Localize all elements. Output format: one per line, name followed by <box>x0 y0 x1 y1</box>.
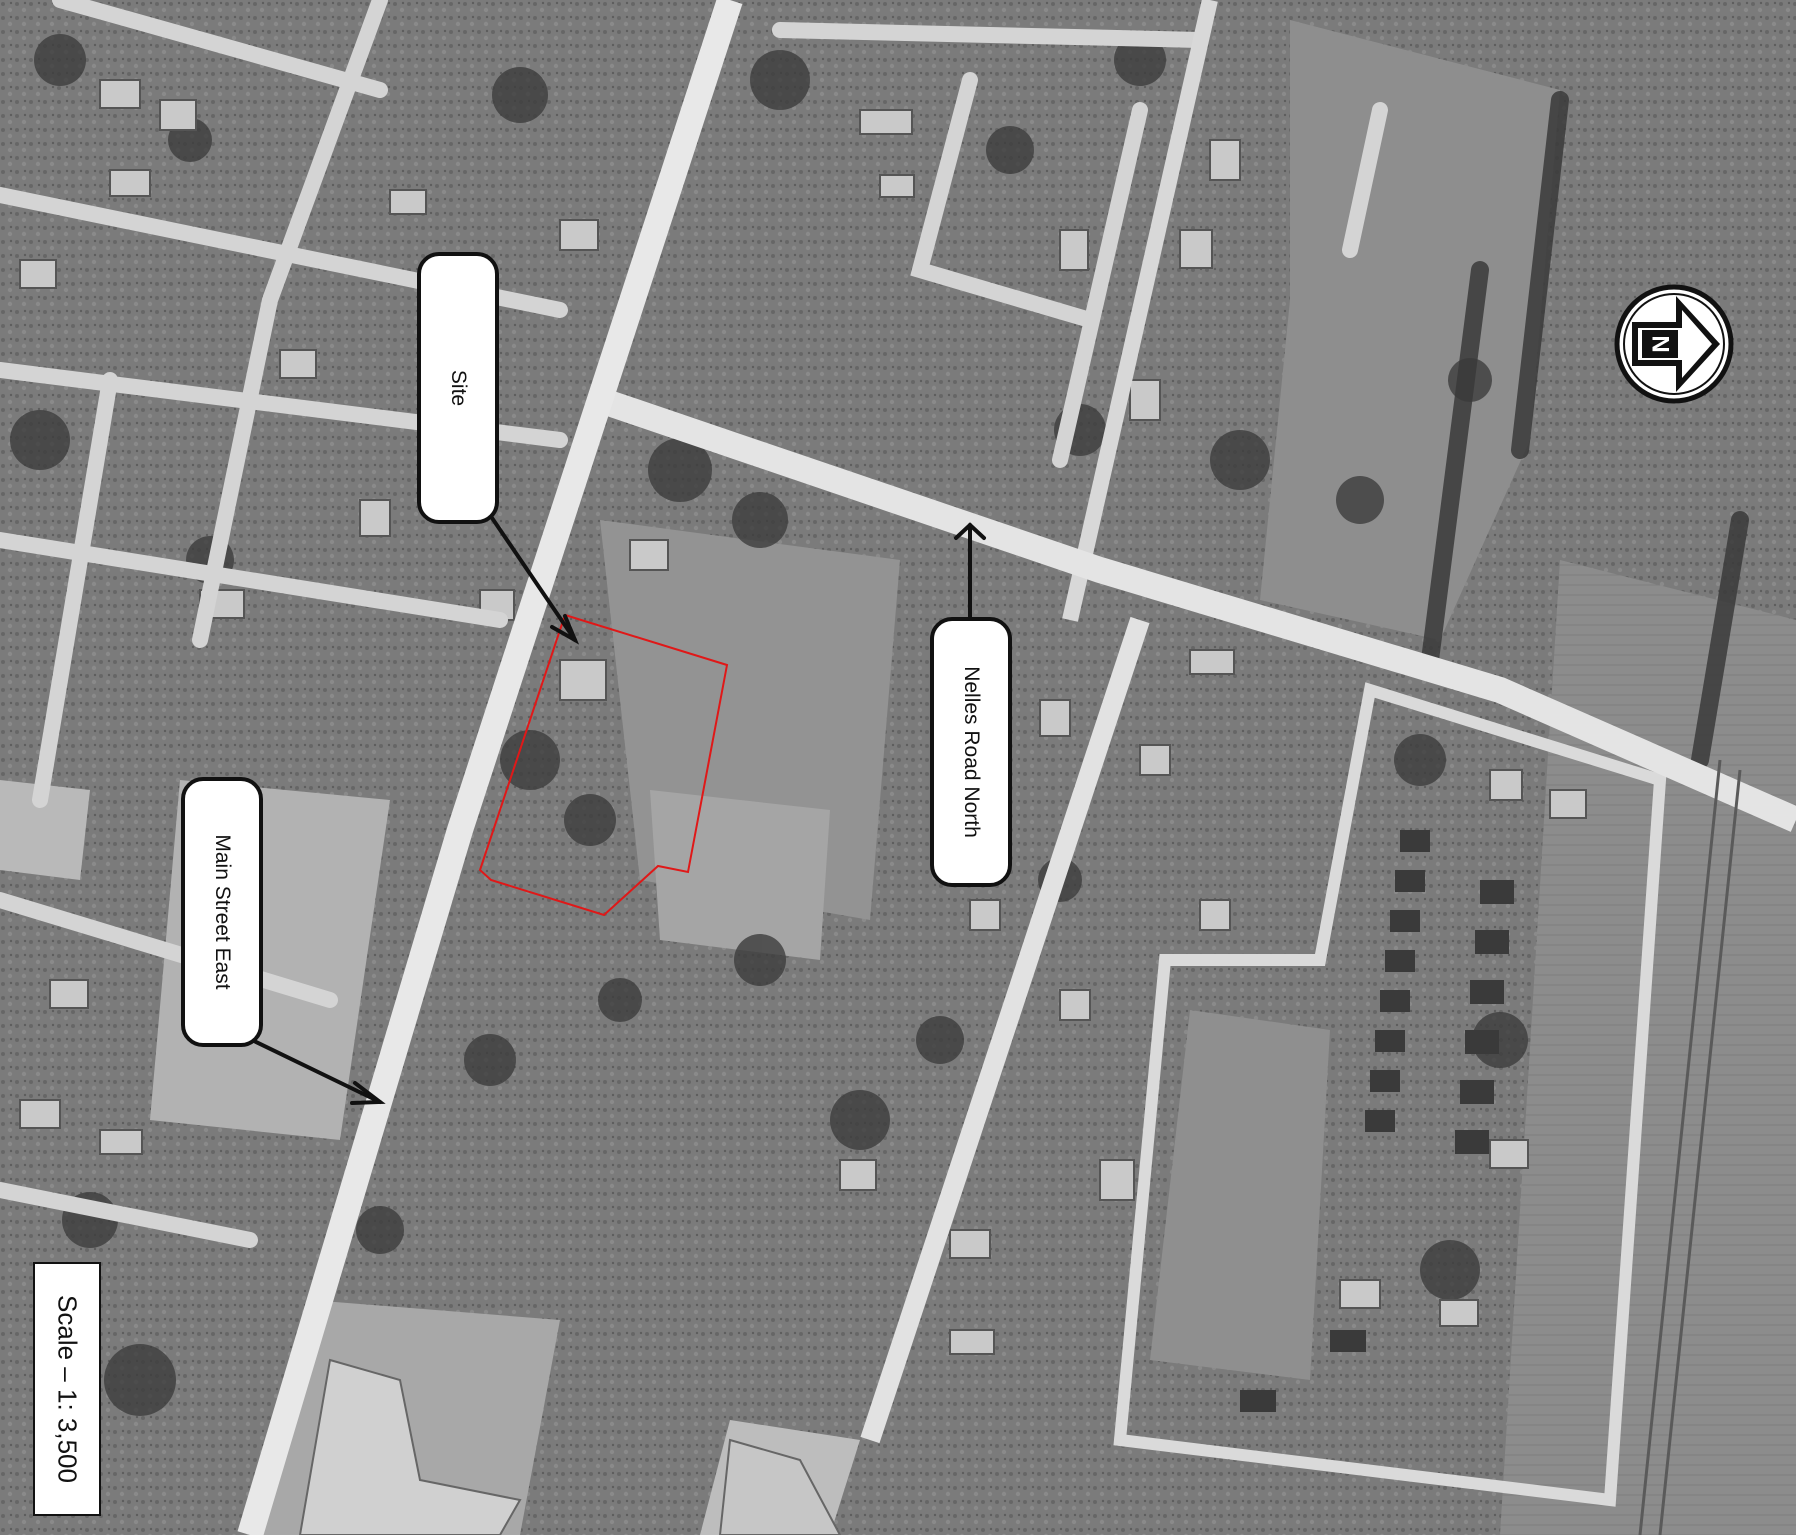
main-street-arrow <box>250 1038 382 1104</box>
site-label-text: Site <box>447 369 470 407</box>
north-glyph: N <box>1647 335 1674 352</box>
tree-line <box>1421 91 1749 769</box>
tree-canopy <box>10 34 1528 1416</box>
house-rows <box>1240 830 1514 1412</box>
main-street-label-text: Main Street East <box>211 834 234 990</box>
railway-lines <box>1638 759 1742 1535</box>
subdivision-loop-road <box>1113 682 1667 1507</box>
main-street-east-street <box>237 0 743 1535</box>
nelles-road-label-text: Nelles Road North <box>960 666 983 838</box>
site-label: Site <box>417 252 499 524</box>
nelles-road-arrow-head <box>954 522 986 540</box>
site-arrow <box>488 513 577 642</box>
streets <box>0 0 1388 1248</box>
cross-street-main <box>595 387 1796 832</box>
callout-arrows <box>250 513 986 1105</box>
site-boundary <box>478 613 729 917</box>
main-street-label: Main Street East <box>181 777 263 1047</box>
plaza-building <box>298 1358 522 1535</box>
main-street-arrow-head <box>350 1081 386 1105</box>
cross-street-upper <box>1062 0 1218 622</box>
scale-label: Scale – 1: 3,500 <box>33 1262 101 1516</box>
nelles-road-north-street <box>860 616 1150 1444</box>
nelles-road-label: Nelles Road North <box>930 617 1012 887</box>
site-arrow-head <box>550 614 580 645</box>
scale-label-text: Scale – 1: 3,500 <box>52 1295 83 1483</box>
north-arrow-icon: N <box>1614 284 1734 404</box>
plaza-building-east <box>718 1438 842 1535</box>
